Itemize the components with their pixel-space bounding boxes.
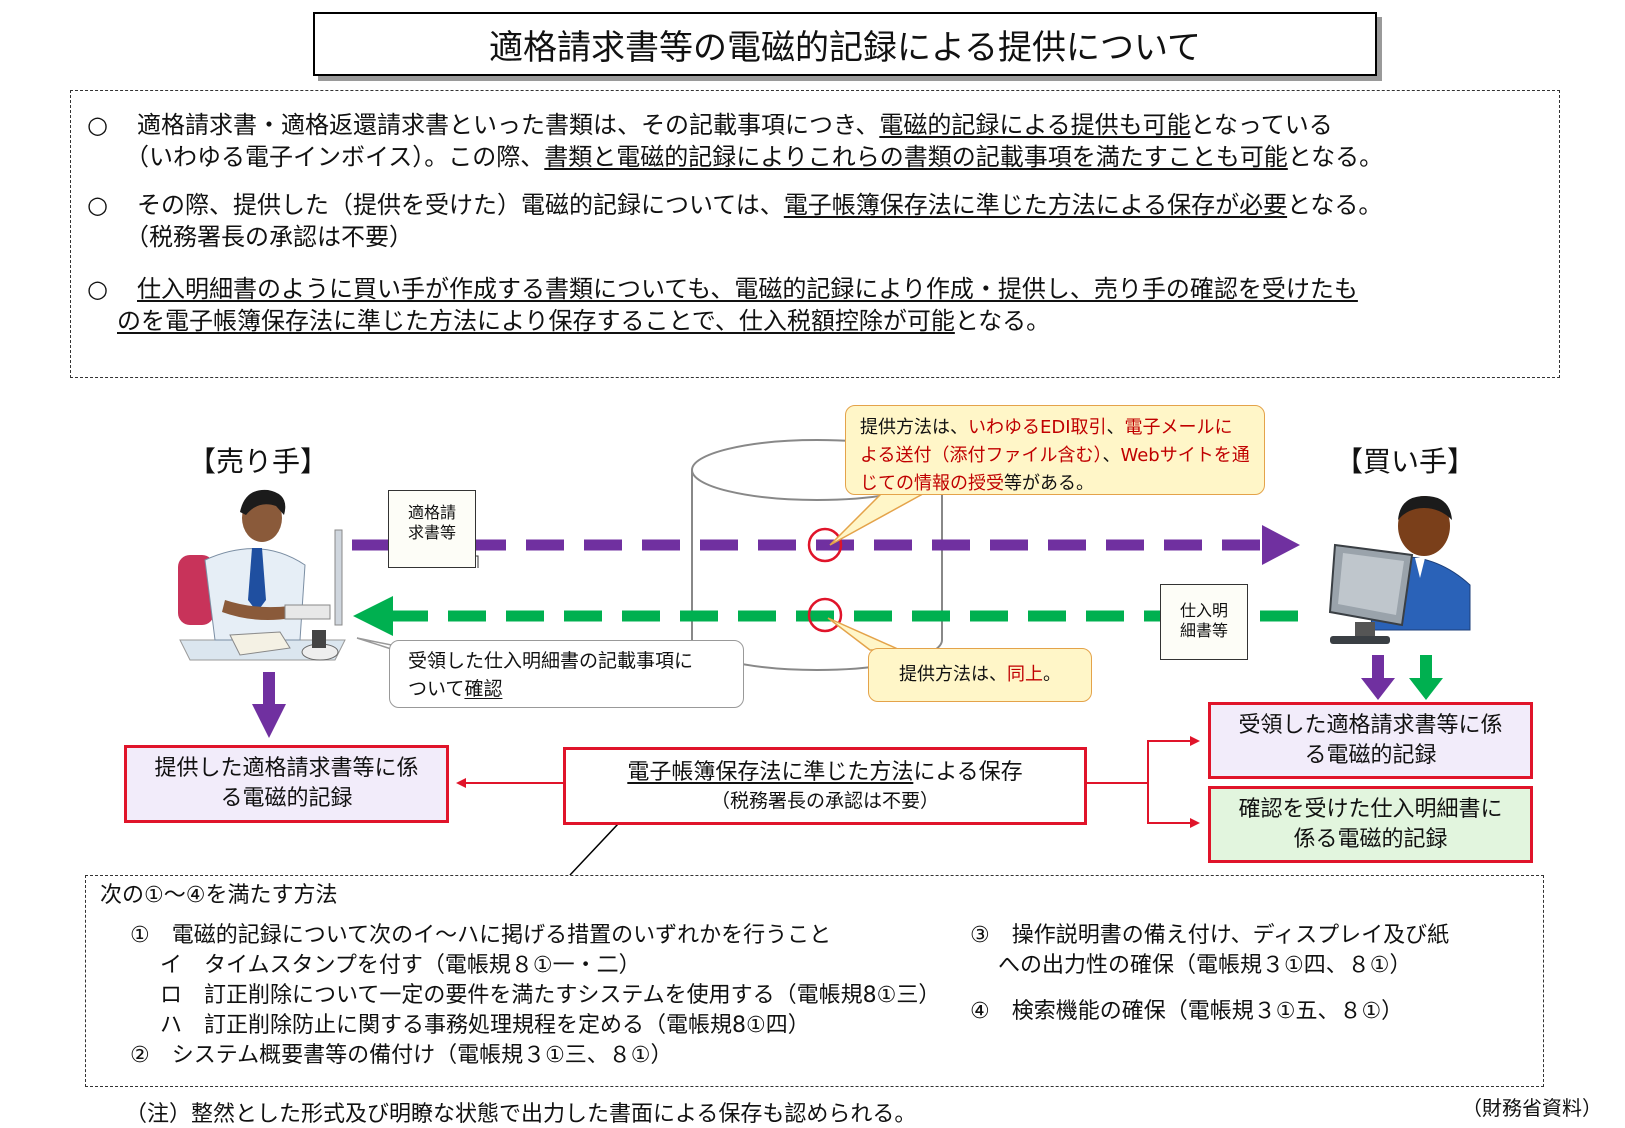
bullet1-underline-b: 書類と電磁的記録によりこれらの書類の記載事項を満たすことも可能 bbox=[544, 143, 1288, 171]
bullet2-underline: 電子帳簿保存法に準じた方法による保存が必要 bbox=[783, 191, 1288, 219]
callout-text: 提供方法は、 bbox=[899, 664, 1007, 685]
requirement-1a: イ タイムスタンプを付す（電帳規８①一・二） bbox=[160, 953, 641, 978]
invoice-document-icon: 適格請 求書等 bbox=[388, 490, 476, 568]
callout-highlight: Webサイトを通じての情報の授受 bbox=[860, 445, 1250, 494]
bullet1-underline-a: 電磁的記録による提供も可能 bbox=[879, 111, 1191, 139]
buyer-received-line-1: 受領した適格請求書等に係 bbox=[1238, 712, 1503, 738]
callout-text: 提供方法は、 bbox=[860, 417, 968, 438]
callout-highlight: 電子メールによる送付（添付ファイル含む） bbox=[860, 417, 1233, 466]
requirements-heading: 次の①～④を満たす方法 bbox=[100, 883, 338, 908]
confirm-underline: 確認 bbox=[464, 678, 503, 700]
callout-text: 、 bbox=[1106, 417, 1125, 438]
callout-highlight: いわゆるEDI取引 bbox=[968, 417, 1107, 438]
footnote: （注）整然とした形式及び明瞭な状態で出力した書面による保存も認められる。 bbox=[125, 1102, 917, 1127]
seller-record-line-2: る電磁的記録 bbox=[220, 786, 353, 811]
buyer-confirmed-line-2: 係る電磁的記録 bbox=[1293, 826, 1448, 852]
callout-text: 等がある。 bbox=[1004, 473, 1094, 494]
buyer-label: 【買い手】 bbox=[1335, 445, 1476, 478]
bullet3-underline-a: 仕入明細書のように買い手が作成する書類についても、電磁的記録により作成・提供し、… bbox=[137, 275, 1358, 303]
bullet2-text-b: となる。 bbox=[1287, 191, 1383, 219]
buyer-received-record-box: 受領した適格請求書等に係 る電磁的記録 bbox=[1208, 702, 1533, 779]
bullet-mark: ○ bbox=[87, 191, 108, 219]
storage-to-buyer-connector bbox=[1147, 783, 1200, 828]
callout-text: 、 bbox=[1102, 445, 1121, 466]
seller-record-box: 提供した適格請求書等に係 る電磁的記録 bbox=[124, 745, 449, 823]
bullet2-text-a: その際、提供した（提供を受けた）電磁的記録については、 bbox=[137, 191, 784, 219]
bullet3-underline-b: のを電子帳簿保存法に準じた方法により保存することで、仕入税額控除が可能 bbox=[117, 307, 955, 335]
bullet-mark: ○ bbox=[87, 111, 108, 139]
storage-to-buyer-connector bbox=[1087, 736, 1200, 784]
buyer-down-arrow-green bbox=[1409, 655, 1443, 700]
seller-down-arrow bbox=[252, 672, 286, 738]
summary-box: ○ 適格請求書・適格返還請求書といった書類は、その記載事項につき、電磁的記録によ… bbox=[70, 90, 1560, 378]
bullet1-text-a: 適格請求書・適格返還請求書といった書類は、その記載事項につき、 bbox=[137, 111, 880, 139]
requirement-3-line-2: への出力性の確保（電帳規３①四、８①） bbox=[998, 953, 1412, 978]
requirement-1c: ハ 訂正削除防止に関する事務処理規程を定める（電帳規8①四） bbox=[160, 1013, 810, 1038]
requirement-4: ④ 検索機能の確保（電帳規３①五、８①） bbox=[970, 999, 1404, 1024]
delivery-method-same-callout: 提供方法は、同上。 bbox=[868, 648, 1092, 702]
bullet-mark: ○ bbox=[87, 275, 108, 303]
storage-text: による保存 bbox=[913, 760, 1023, 785]
invoice-flow-arrow bbox=[352, 525, 1300, 565]
buyer-person-icon bbox=[1328, 496, 1471, 644]
highlight-circle bbox=[807, 597, 843, 633]
bullet2-text-c: （税務署長の承認は不要） bbox=[125, 223, 413, 251]
requirements-box: 次の①～④を満たす方法 ① 電磁的記録について次のイ～ハに掲げる措置のいずれかを… bbox=[85, 875, 1544, 1087]
callout-highlight: 同上 bbox=[1007, 664, 1043, 685]
buyer-received-line-2: る電磁的記録 bbox=[1304, 742, 1437, 768]
highlight-circle bbox=[807, 527, 843, 563]
purchase-doc-line-1: 仕入明 bbox=[1179, 601, 1228, 620]
requirement-1b: ロ 訂正削除について一定の要件を満たすシステムを使用する（電帳規8①三） bbox=[160, 983, 941, 1008]
seller-person-icon bbox=[178, 489, 346, 661]
source-credit: （財務省資料） bbox=[1462, 1096, 1602, 1120]
buyer-confirmed-line-1: 確認を受けた仕入明細書に bbox=[1238, 796, 1503, 822]
purchase-statement-flow-arrow bbox=[353, 596, 1302, 636]
purchase-doc-line-2: 細書等 bbox=[1179, 621, 1228, 640]
bullet3-text: となる。 bbox=[954, 307, 1051, 335]
seller-label: 【売り手】 bbox=[188, 445, 329, 478]
invoice-doc-line-2: 求書等 bbox=[407, 523, 456, 542]
requirement-1: ① 電磁的記録について次のイ～ハに掲げる措置のいずれかを行うこと bbox=[130, 923, 832, 948]
purchase-statement-document-icon: 仕入明 細書等 bbox=[1160, 584, 1248, 660]
storage-method-box: 電子帳簿保存法に準じた方法による保存 （税務署長の承認は不要） bbox=[563, 747, 1087, 825]
buyer-confirmed-record-box: 確認を受けた仕入明細書に 係る電磁的記録 bbox=[1208, 786, 1533, 863]
callout-text: 。 bbox=[1043, 664, 1061, 685]
bullet1-text-b: となっている bbox=[1190, 111, 1333, 139]
storage-underline: 電子帳簿保存法に準じた方法 bbox=[627, 760, 914, 785]
seller-record-line-1: 提供した適格請求書等に係 bbox=[154, 756, 419, 781]
delivery-method-callout: 提供方法は、いわゆるEDI取引、電子メールによる送付（添付ファイル含む）、Web… bbox=[845, 405, 1265, 495]
requirement-2: ② システム概要書等の備付け（電帳規３①三、８①） bbox=[130, 1043, 673, 1068]
bullet1-text-d: となる。 bbox=[1287, 143, 1384, 171]
confirm-line-1: 受領した仕入明細書の記載事項に bbox=[408, 650, 694, 672]
invoice-doc-line-1: 適格請 bbox=[407, 503, 456, 522]
confirmation-bubble: 受領した仕入明細書の記載事項に ついて確認 bbox=[389, 640, 744, 708]
requirement-3-line-1: ③ 操作説明書の備え付け、ディスプレイ及び紙 bbox=[970, 923, 1450, 948]
confirm-line-2: ついて bbox=[408, 678, 465, 700]
buyer-down-arrow-purple bbox=[1361, 655, 1395, 700]
page-title: 適格請求書等の電磁的記録による提供について bbox=[313, 12, 1377, 76]
bullet1-text-c: （いわゆる電子インボイス）。この際、 bbox=[125, 143, 545, 171]
storage-approval-note: （税務署長の承認は不要） bbox=[710, 790, 939, 812]
